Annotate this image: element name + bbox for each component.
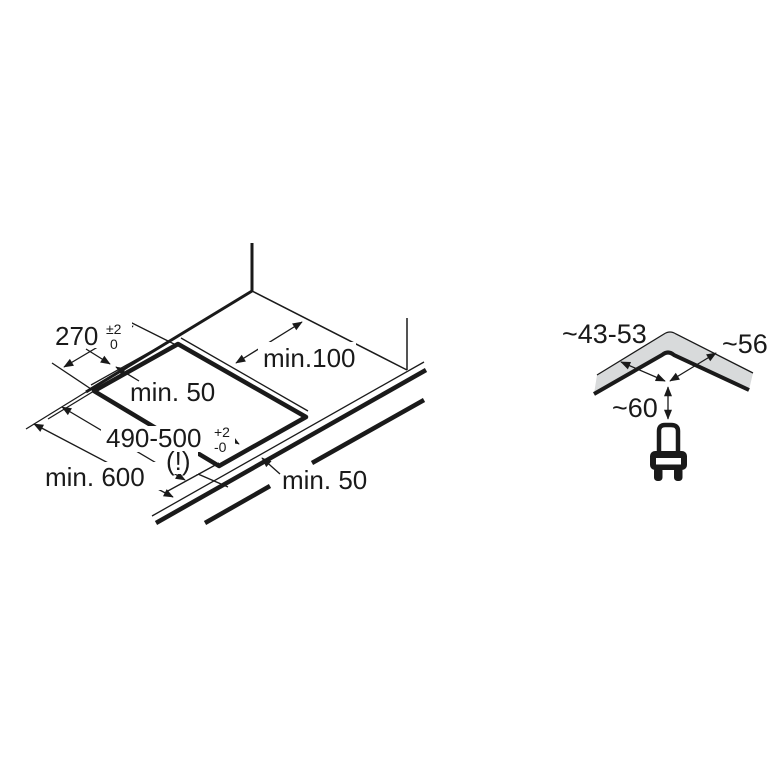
front-lower-edge-right (310, 398, 426, 465)
fastening-clamp-icon (650, 422, 687, 481)
ext-line-back-edge (25, 391, 87, 430)
dim-56-label: ~56 (722, 329, 768, 359)
dim-56-arrow (669, 352, 717, 382)
ext-line-cutout-bottom (165, 462, 220, 493)
clamp-leg-right (674, 467, 683, 481)
clamp-leg-left (654, 467, 663, 481)
dim-490-500-label: 490-500 (106, 423, 201, 453)
warning-mark: (!) (166, 446, 191, 476)
dim-490-500-tol-bottom: -0 (214, 439, 227, 455)
worktop-back-right-edge (251, 290, 408, 371)
dim-270-tol-bottom: 0 (110, 336, 118, 352)
dim-490-500-tol-top: +2 (214, 424, 230, 440)
dim-min100-label: min.100 (263, 343, 356, 373)
dim-min50-front-label: min. 50 (282, 465, 367, 495)
clamp-collar-highlight (656, 458, 681, 465)
edge-band-outer-outline (596, 331, 754, 376)
dim-270-tol-top: ±2 (106, 321, 122, 337)
dim-min50-front-arrow (261, 457, 281, 475)
ext-line-cutout-left-down (47, 390, 95, 420)
cutout-outline (91, 341, 309, 469)
front-edge-thick-line (154, 368, 428, 525)
ext-line-cutout-left-up (51, 362, 95, 392)
cutout-rim-highlight-right (180, 337, 309, 412)
dim-43-53-arrow (620, 361, 666, 382)
dim-min50-back-label: min. 50 (130, 377, 215, 407)
dim-43-53-label: ~43-53 (562, 319, 647, 349)
front-edge-top-line (151, 361, 425, 517)
dim-270-label: 270 (55, 321, 98, 351)
worktop-labels: 270 ±2 0 min.100 min. 50 490-500 +2 -0 (… (45, 321, 367, 495)
edge-detail-drawing: ~43-53 ~56 ~60 (562, 319, 768, 481)
dim-min50-back-arrow-a (85, 348, 111, 365)
clamp-stem (656, 422, 681, 456)
label-masks (40, 316, 356, 490)
dim-min50-back-arrow-b (115, 366, 140, 382)
dim-min600-label: min. 600 (45, 462, 145, 492)
dim-60-label: ~60 (612, 393, 658, 423)
ext-line-cutout-top (125, 319, 179, 347)
front-lower-edge-left (203, 484, 272, 525)
